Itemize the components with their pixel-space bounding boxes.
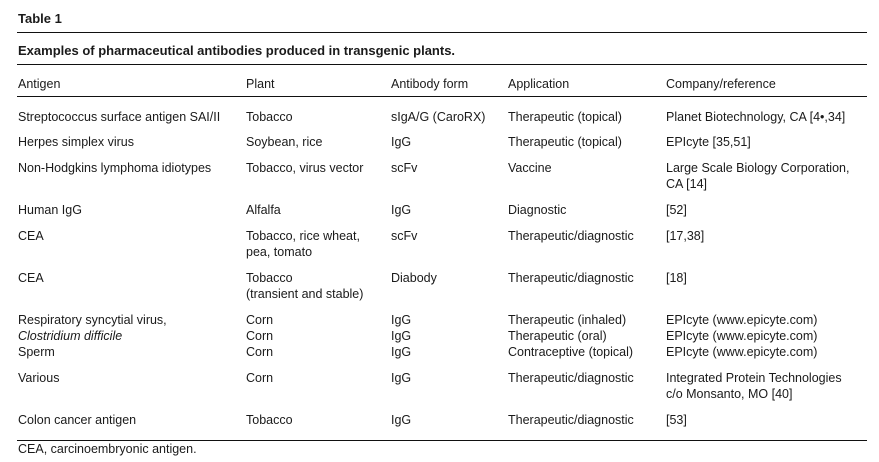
cell-company: [53]	[666, 413, 687, 427]
cell-antigen: CEA	[18, 271, 44, 285]
cell-company: Planet Biotechnology, CA [4•,34]	[666, 110, 846, 124]
cell-plant: Tobacco (transient and stable)	[246, 271, 364, 301]
cell-application: Therapeutic/diagnostic	[508, 271, 634, 285]
cell-application: Therapeutic (topical)	[508, 135, 622, 149]
cell-plant: Corn	[246, 371, 274, 385]
cell-antigen: Various	[18, 371, 60, 385]
cell-plant: Tobacco, virus vector	[246, 161, 364, 175]
cell-plant: Tobacco	[246, 110, 293, 124]
cell-antibody-form: IgG	[391, 313, 412, 327]
table-label: Table 1	[18, 11, 62, 26]
cell-company: EPIcyte [35,51]	[666, 135, 751, 149]
cell-application: Therapeutic/diagnostic	[508, 229, 634, 243]
cell-antigen: Sperm	[18, 345, 55, 359]
cell-antigen: Clostridium difficile	[18, 329, 123, 343]
column-header-antibody-form: Antibody form	[391, 77, 469, 91]
cell-company: [18]	[666, 271, 687, 285]
column-header-company: Company/reference	[666, 77, 776, 91]
caption-rule	[17, 64, 867, 65]
column-header-application: Application	[508, 77, 570, 91]
cell-application: Contraceptive (topical)	[508, 345, 634, 359]
top-rule	[17, 32, 867, 33]
cell-company: [52]	[666, 203, 687, 217]
cell-plant: Alfalfa	[246, 203, 281, 217]
cell-antigen: CEA	[18, 229, 44, 243]
cell-plant: Corn	[246, 313, 274, 327]
cell-plant: Corn	[246, 329, 274, 343]
cell-application: Therapeutic (inhaled)	[508, 313, 627, 327]
column-header-antigen: Antigen	[18, 77, 61, 91]
cell-company: EPIcyte (www.epicyte.com)	[666, 345, 818, 359]
cell-antibody-form: IgG	[391, 413, 412, 427]
cell-antigen: Respiratory syncytial virus,	[18, 313, 167, 327]
cell-application: Therapeutic/diagnostic	[508, 413, 634, 427]
cell-application: Therapeutic/diagnostic	[508, 371, 634, 385]
cell-plant: Tobacco	[246, 413, 293, 427]
cell-antigen: Colon cancer antigen	[18, 413, 137, 427]
table-footnote: CEA, carcinoembryonic antigen.	[18, 442, 197, 456]
cell-antibody-form: IgG	[391, 135, 412, 149]
cell-application: Therapeutic (oral)	[508, 329, 607, 343]
cell-company: EPIcyte (www.epicyte.com)	[666, 329, 818, 343]
cell-antibody-form: sIgA/G (CaroRX)	[391, 110, 486, 124]
bottom-rule	[17, 440, 867, 441]
column-header-plant: Plant	[246, 77, 275, 91]
cell-antigen: Herpes simplex virus	[18, 135, 135, 149]
cell-antibody-form: IgG	[391, 203, 412, 217]
cell-company: Large Scale Biology Corporation, CA [14]	[666, 161, 850, 191]
cell-antigen: Non-Hodgkins lymphoma idiotypes	[18, 161, 212, 175]
cell-antigen: Streptococcus surface antigen SAI/II	[18, 110, 221, 124]
cell-antibody-form: IgG	[391, 329, 412, 343]
cell-company: EPIcyte (www.epicyte.com)	[666, 313, 818, 327]
cell-antibody-form: Diabody	[391, 271, 437, 285]
cell-company: Integrated Protein Technologies c/o Mons…	[666, 371, 842, 401]
cell-application: Vaccine	[508, 161, 552, 175]
cell-antibody-form: IgG	[391, 371, 412, 385]
header-rule	[17, 96, 867, 97]
cell-company: [17,38]	[666, 229, 705, 243]
cell-antibody-form: IgG	[391, 345, 412, 359]
cell-antibody-form: scFv	[391, 229, 418, 243]
cell-application: Therapeutic (topical)	[508, 110, 622, 124]
cell-application: Diagnostic	[508, 203, 567, 217]
cell-antibody-form: scFv	[391, 161, 418, 175]
cell-antigen: Human IgG	[18, 203, 82, 217]
cell-plant: Corn	[246, 345, 274, 359]
cell-plant: Soybean, rice	[246, 135, 323, 149]
cell-plant: Tobacco, rice wheat, pea, tomato	[246, 229, 360, 259]
table-caption: Examples of pharmaceutical antibodies pr…	[18, 43, 456, 58]
